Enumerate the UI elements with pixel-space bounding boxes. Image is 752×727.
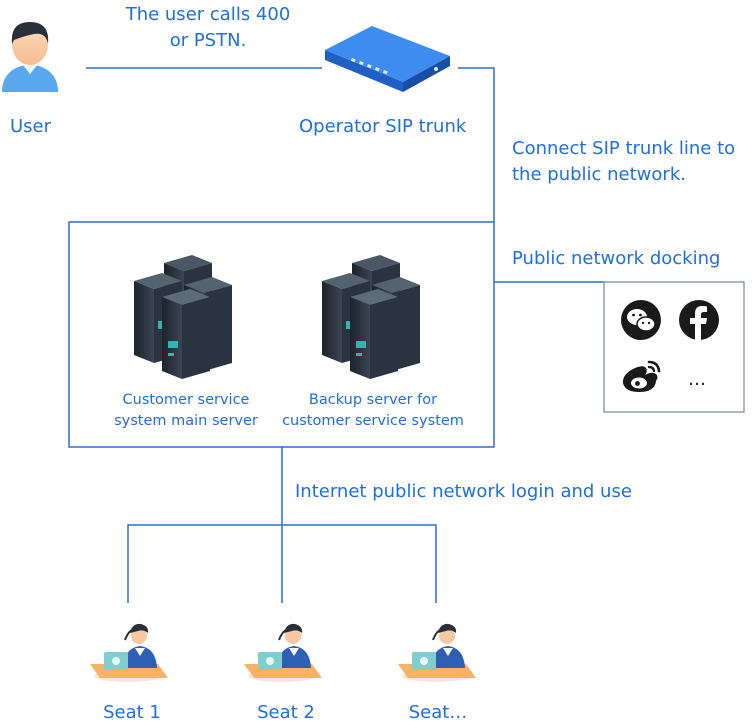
weibo-icon bbox=[622, 360, 661, 392]
user-label: User bbox=[10, 116, 52, 137]
main-server-label-line-1: Customer service bbox=[122, 392, 250, 408]
seat-1-agent-icon bbox=[90, 623, 168, 682]
seat-branch-line bbox=[127, 524, 437, 603]
more-dots-icon: … bbox=[688, 369, 706, 390]
internet-note: Internet public network login and use bbox=[295, 481, 632, 502]
seat-3-agent-icon bbox=[398, 623, 476, 682]
facebook-icon bbox=[679, 300, 719, 340]
trunk-to-servers-line bbox=[458, 67, 495, 222]
server-room-box bbox=[68, 221, 495, 448]
call-note-line-2: or PSTN. bbox=[169, 30, 247, 51]
backup-server-label-line-2: customer service system bbox=[282, 413, 464, 429]
connector-lines bbox=[86, 67, 604, 603]
call-note-line-1: The user calls 400 bbox=[125, 4, 291, 25]
backup-server-label: Backup server for customer service syste… bbox=[276, 390, 470, 432]
seat-3-label: Seat… bbox=[408, 702, 468, 723]
connect-note: Connect SIP trunk line to the public net… bbox=[512, 136, 735, 188]
user-avatar-icon bbox=[2, 22, 58, 92]
seat-1-label: Seat 1 bbox=[103, 702, 161, 723]
sip-trunk-router-icon bbox=[325, 26, 450, 92]
connect-note-line-2: the public network. bbox=[512, 164, 686, 185]
sip-trunk-label: Operator SIP trunk bbox=[299, 116, 467, 137]
seat-2-label: Seat 2 bbox=[257, 702, 315, 723]
social-icons-box bbox=[603, 281, 745, 413]
main-server-cluster-icon bbox=[134, 255, 232, 379]
wechat-icon bbox=[621, 300, 661, 340]
backup-server-label-line-1: Backup server for bbox=[308, 392, 438, 408]
call-note: The user calls 400 or PSTN. bbox=[100, 2, 316, 54]
seat-2-agent-icon bbox=[244, 623, 322, 682]
docking-label: Public network docking bbox=[512, 248, 721, 269]
main-server-label: Customer service system main server bbox=[104, 390, 268, 432]
main-server-label-line-2: system main server bbox=[114, 413, 258, 429]
connect-note-line-1: Connect SIP trunk line to bbox=[512, 138, 736, 159]
backup-server-cluster-icon bbox=[322, 255, 420, 379]
